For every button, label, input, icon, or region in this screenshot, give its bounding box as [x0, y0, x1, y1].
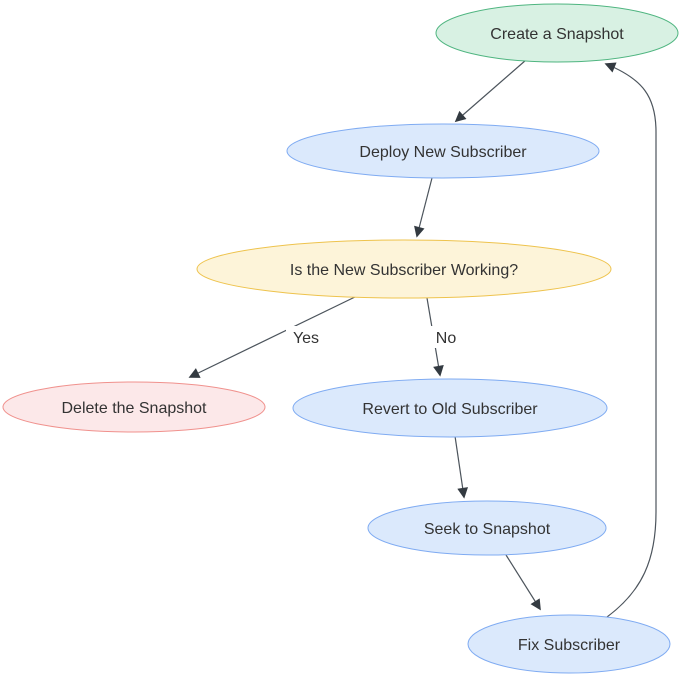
- node-deploy-new-subscriber: Deploy New Subscriber: [286, 123, 600, 179]
- node-fix-subscriber-shape: [467, 614, 671, 674]
- node-is-new-subscriber-working: Is the New Subscriber Working?: [196, 239, 612, 299]
- node-delete-the-snapshot: Delete the Snapshot: [2, 381, 266, 433]
- edge-label-yes: Yes: [286, 326, 326, 348]
- node-fix-subscriber-label: Fix Subscriber: [518, 637, 621, 654]
- node-delete-the-snapshot-shape: [2, 381, 266, 433]
- node-seek-to-snapshot-shape: [367, 500, 607, 556]
- edge-label-yes-bg: [286, 326, 326, 348]
- edge-working-to-delete: [188, 295, 358, 378]
- edge-label-yes-text: Yes: [293, 330, 319, 347]
- node-revert-to-old-subscriber: Revert to Old Subscriber: [292, 378, 608, 438]
- node-create-a-snapshot: Create a Snapshot: [435, 3, 679, 63]
- edge-label-no: No: [430, 326, 462, 348]
- nodes-layer: Create a Snapshot Deploy New Subscriber …: [2, 3, 679, 674]
- node-is-new-subscriber-working-label: Is the New Subscriber Working?: [290, 262, 518, 279]
- node-deploy-new-subscriber-shape: [286, 123, 600, 179]
- node-create-a-snapshot-shape: [435, 3, 679, 63]
- edge-label-no-bg: [430, 326, 462, 348]
- edge-fix-to-create: [604, 62, 657, 618]
- node-seek-to-snapshot-label: Seek to Snapshot: [424, 521, 551, 538]
- node-delete-the-snapshot-label: Delete the Snapshot: [62, 400, 208, 417]
- edge-create-to-deploy: [454, 59, 527, 123]
- edge-revert-to-seek: [454, 435, 469, 499]
- node-is-new-subscriber-working-shape: [196, 239, 612, 299]
- edge-deploy-to-working: [414, 177, 433, 238]
- node-revert-to-old-subscriber-shape: [292, 378, 608, 438]
- node-deploy-new-subscriber-label: Deploy New Subscriber: [359, 144, 527, 161]
- node-fix-subscriber: Fix Subscriber: [467, 614, 671, 674]
- edge-seek-to-fix: [505, 554, 541, 611]
- node-seek-to-snapshot: Seek to Snapshot: [367, 500, 607, 556]
- edges-layer: Yes No: [188, 59, 657, 618]
- node-create-a-snapshot-label: Create a Snapshot: [490, 26, 624, 43]
- node-revert-to-old-subscriber-label: Revert to Old Subscriber: [362, 401, 538, 418]
- edge-label-no-text: No: [436, 330, 457, 347]
